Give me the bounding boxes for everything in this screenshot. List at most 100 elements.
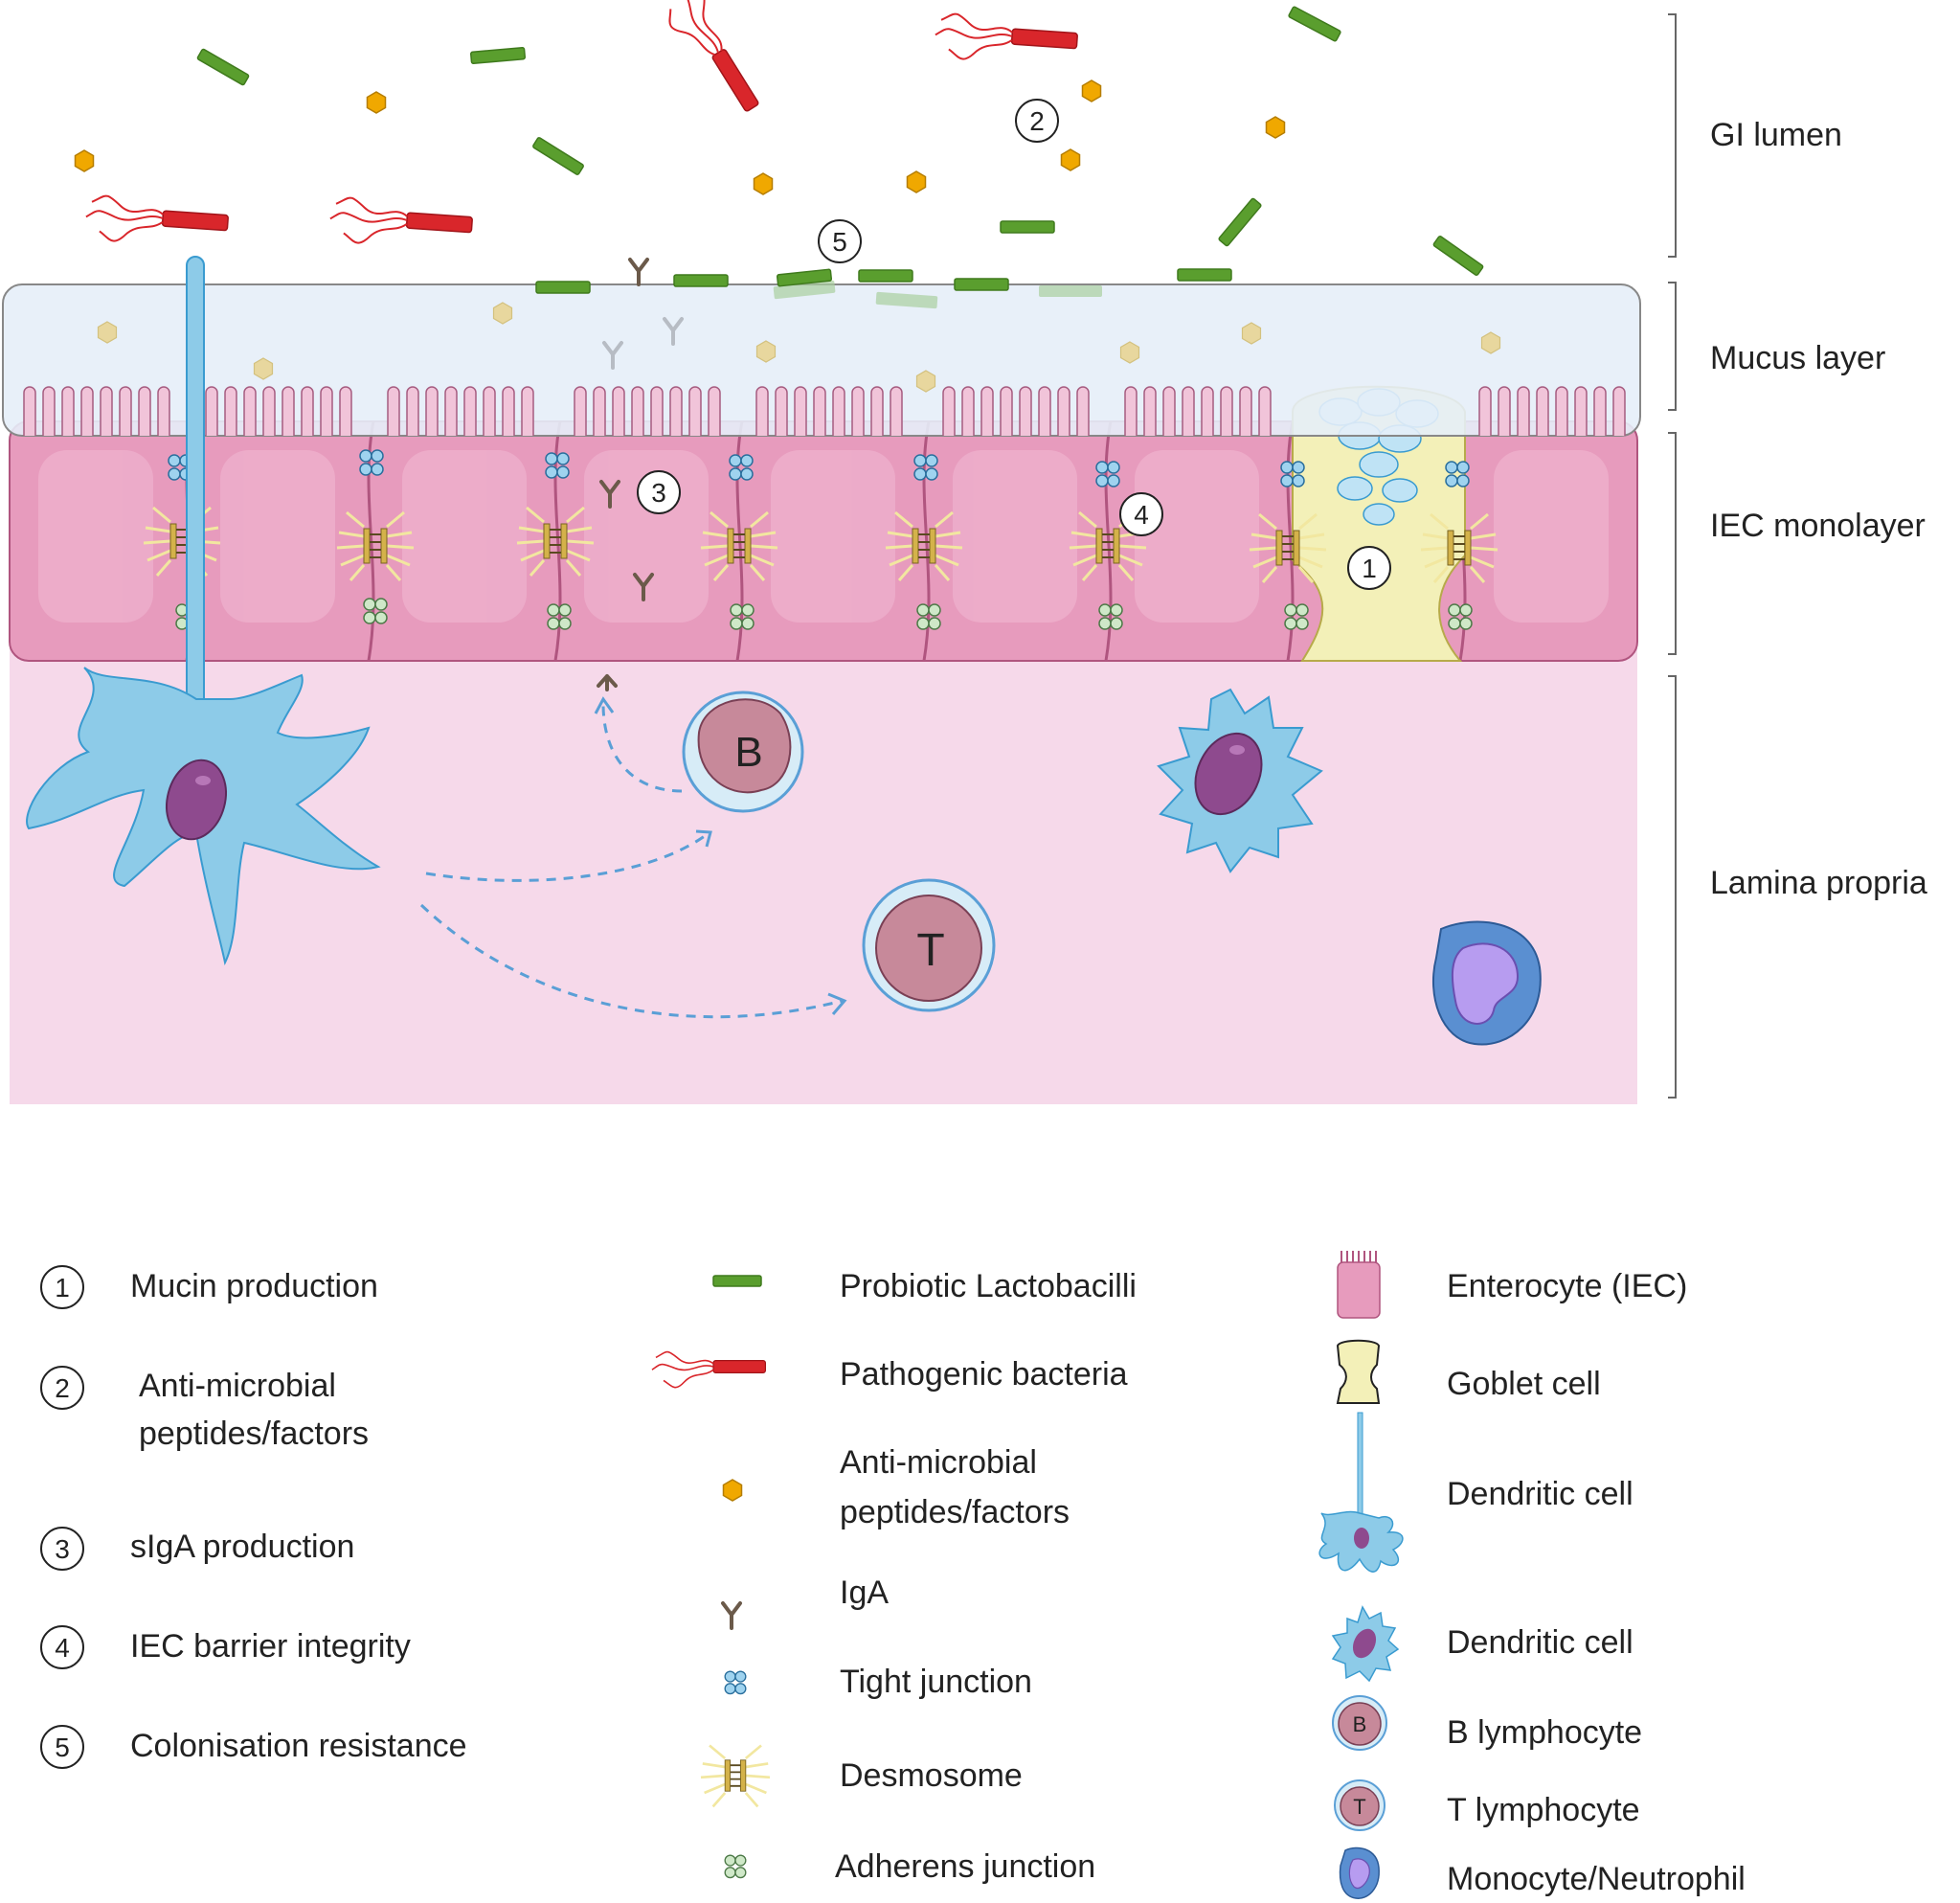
diagram-markers: 1 2 3 4 5 <box>637 99 1391 590</box>
b-cell-letter: B <box>734 729 762 776</box>
iga-surface <box>628 258 649 286</box>
lactobacillus-faded <box>1039 285 1102 297</box>
lactobacillus <box>954 278 1009 291</box>
lactobacillus <box>1177 268 1232 282</box>
amp-faded <box>492 302 513 325</box>
legend-label-2b: peptides/factors <box>139 1416 369 1452</box>
legend-monocyte: Monocyte/Neutrophil <box>1447 1861 1746 1897</box>
amp <box>74 149 95 172</box>
legend-dendritic-2: Dendritic cell <box>1447 1624 1633 1661</box>
lactobacillus <box>535 281 591 294</box>
legend-b-lymphocyte: B lymphocyte <box>1447 1714 1642 1751</box>
pathogenic-bacterium <box>654 0 770 124</box>
label-mucus-layer: Mucus layer <box>1710 340 1885 376</box>
marker-1: 1 <box>1362 554 1377 583</box>
lactobacillus <box>1000 220 1055 234</box>
lactobacillus <box>858 269 913 283</box>
pathogenic-bacterium <box>83 193 231 250</box>
b-lymphocyte-legend-icon: B <box>1332 1695 1387 1751</box>
t-lymphocyte: T <box>862 878 996 1012</box>
legend-enterocyte: Enterocyte (IEC) <box>1447 1268 1687 1304</box>
region-brackets <box>1668 13 1677 1099</box>
marker-2: 2 <box>1029 106 1045 136</box>
lactobacilli-legend-icon <box>712 1275 762 1287</box>
amp <box>906 170 927 193</box>
amp-legend-icon <box>722 1479 743 1502</box>
legend-goblet: Goblet cell <box>1447 1366 1601 1402</box>
legend-tight-junction: Tight junction <box>840 1664 1032 1700</box>
label-lamina-propria: Lamina propria <box>1710 865 1927 901</box>
pathogenic-bacterium <box>933 11 1080 68</box>
legend-num-1: 1 <box>55 1273 70 1303</box>
tight-junction-legend-icon <box>724 1670 747 1695</box>
legend-cells: Enterocyte (IEC) Goblet cell Dendritic c… <box>1318 1251 1746 1899</box>
goblet-legend-icon <box>1336 1339 1381 1404</box>
legend-amp-line2: peptides/factors <box>840 1494 1070 1530</box>
legend-num-4: 4 <box>55 1633 70 1663</box>
lactobacillus <box>469 46 527 65</box>
amp-faded <box>1480 331 1501 354</box>
legend-num-2: 2 <box>55 1373 70 1403</box>
amp-faded <box>1119 341 1140 364</box>
legend-label-1: Mucin production <box>130 1268 378 1304</box>
amp <box>1265 116 1286 139</box>
lactobacillus <box>1287 5 1342 43</box>
dendritic-cell-round <box>1157 688 1323 873</box>
legend-pathogen: Pathogenic bacteria <box>840 1356 1128 1393</box>
amp-faded <box>253 357 274 380</box>
amp-faded <box>915 370 936 393</box>
arrowheads <box>594 696 847 1015</box>
legend-symbols: Probiotic Lactobacilli Pathogenic bacter… <box>651 1268 1137 1885</box>
dendritic-cell-extended <box>26 256 381 966</box>
legend-adherens-junction: Adherens junction <box>835 1848 1095 1885</box>
pathogen-legend-icon <box>651 1350 767 1389</box>
lamina-propria-region <box>10 613 1637 1104</box>
adherens-junction-legend-icon <box>724 1854 747 1879</box>
amp <box>366 91 387 114</box>
marker-3: 3 <box>651 478 666 508</box>
iec-monolayer <box>9 385 1638 662</box>
monocyte-legend-icon <box>1339 1846 1380 1899</box>
lactobacillus <box>1431 235 1485 277</box>
enterocyte-legend-icon <box>1337 1251 1381 1319</box>
label-iec-monolayer: IEC monolayer <box>1710 508 1926 544</box>
legend-amp-line1: Anti-microbial <box>840 1444 1037 1481</box>
legend-num-3: 3 <box>55 1534 70 1564</box>
iga-receptor <box>597 674 618 691</box>
marker-5: 5 <box>832 227 847 257</box>
pathogenic-bacterium <box>327 195 475 252</box>
lactobacillus <box>196 48 250 86</box>
t-cell-letter: T <box>916 925 944 976</box>
lactobacillus <box>531 136 585 176</box>
legend-label-4: IEC barrier integrity <box>130 1628 411 1665</box>
marker-4: 4 <box>1134 500 1149 530</box>
legend-numbered: 1 Mucin production 2 Anti-microbial pept… <box>40 1265 467 1769</box>
b-icon-letter: B <box>1353 1712 1367 1736</box>
t-icon-letter: T <box>1353 1795 1365 1819</box>
gi-lumen-contents <box>74 0 1485 294</box>
lactobacillus <box>1217 196 1263 248</box>
arrow-dc-to-t <box>419 903 844 1019</box>
legend-desmosome: Desmosome <box>840 1757 1023 1794</box>
iga-legend-icon <box>721 1601 742 1630</box>
lactobacillus-faded <box>875 291 938 309</box>
amp <box>1060 148 1081 171</box>
legend-lactobacilli: Probiotic Lactobacilli <box>840 1268 1137 1304</box>
amp <box>753 172 774 195</box>
legend-label-5: Colonisation resistance <box>130 1728 467 1764</box>
legend-t-lymphocyte: T lymphocyte <box>1447 1792 1640 1828</box>
dendritic-extended-legend-icon <box>1318 1412 1404 1573</box>
b-lymphocyte: B <box>682 691 804 813</box>
label-gi-lumen: GI lumen <box>1710 117 1842 153</box>
dendritic-round-legend-icon <box>1331 1605 1400 1683</box>
legend-iga: IgA <box>840 1575 889 1611</box>
desmosome-legend-icon <box>699 1744 772 1808</box>
amp-faded <box>1241 322 1262 345</box>
legend-label-3: sIgA production <box>130 1529 354 1565</box>
monocyte-neutrophil <box>1432 920 1542 1046</box>
legend-dendritic-1: Dendritic cell <box>1447 1476 1633 1512</box>
lactobacillus <box>673 274 729 287</box>
legend-num-5: 5 <box>55 1733 70 1762</box>
migration-arrows <box>419 703 844 1019</box>
